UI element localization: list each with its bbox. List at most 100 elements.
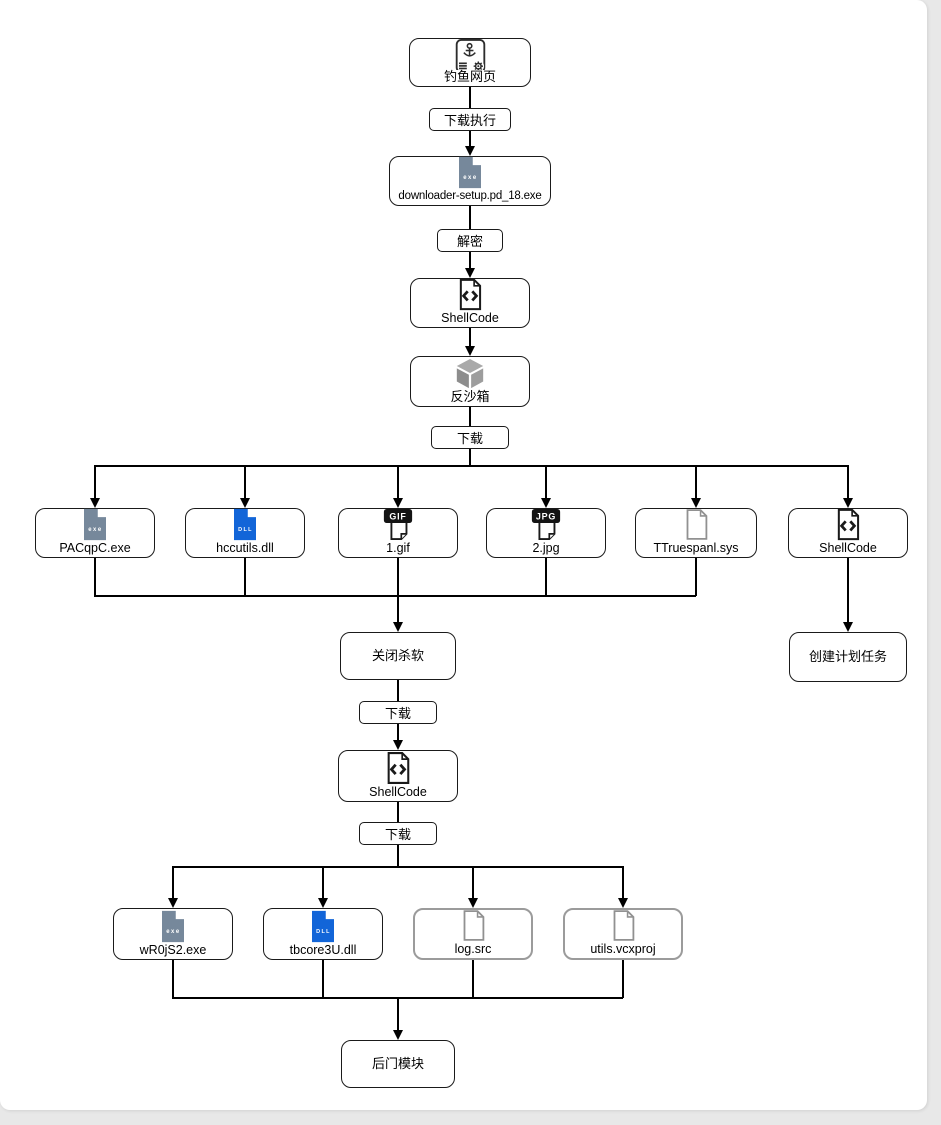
node-ttruespanl-sys: TTruespanl.sys xyxy=(635,508,757,558)
connector-line xyxy=(469,252,471,268)
exe-badge-text: exe xyxy=(463,175,477,181)
node-label: ShellCode xyxy=(819,541,877,555)
arrowhead xyxy=(843,498,853,508)
edge-label-text: 下载 xyxy=(456,431,483,446)
connector-line xyxy=(695,558,697,596)
icon-wrap: exe xyxy=(457,156,483,189)
arrowhead xyxy=(393,740,403,750)
node-label: 反沙箱 xyxy=(450,389,490,404)
icon-wrap xyxy=(456,278,484,311)
node-label: log.src xyxy=(454,942,492,956)
node-shellcode-right: ShellCode xyxy=(788,508,908,558)
exe-file-icon: exe xyxy=(162,910,184,943)
connector-line xyxy=(622,960,624,998)
connector-line xyxy=(397,997,399,1030)
connector-line xyxy=(545,465,547,498)
connector-line xyxy=(469,407,471,426)
node-2-jpg: JPG 2.jpg xyxy=(486,508,606,558)
arrowhead xyxy=(618,898,628,908)
node-create-scheduled-task: 创建计划任务 xyxy=(789,632,907,682)
dll-file-icon: DLL xyxy=(312,910,334,943)
icon-wrap xyxy=(834,508,862,541)
node-label: 关闭杀软 xyxy=(371,648,424,663)
diagram-page: 下载执行 解密 下载 下载 下载 xyxy=(0,0,927,1110)
node-tbcore3u-dll: DLL tbcore3U.dll xyxy=(263,908,383,960)
connector-line xyxy=(397,802,399,822)
arrowhead xyxy=(318,898,328,908)
node-label: downloader-setup.pd_18.exe xyxy=(398,190,542,202)
connector-line xyxy=(469,130,471,146)
jpg-file-icon: JPG xyxy=(531,508,561,540)
arrowhead xyxy=(393,622,403,632)
node-label: wR0jS2.exe xyxy=(139,943,207,957)
code-file-icon xyxy=(459,278,482,311)
icon-wrap xyxy=(610,909,637,942)
edge-label-text: 下载 xyxy=(384,827,411,842)
connector-line xyxy=(545,558,547,596)
edge-label-download-3: 下载 xyxy=(359,822,437,845)
merge-line xyxy=(94,595,696,597)
node-pacqpc-exe: exe PACqpC.exe xyxy=(35,508,155,558)
arrowhead xyxy=(843,622,853,632)
edge-label-download-2: 下载 xyxy=(359,701,437,724)
node-label: TTruespanl.sys xyxy=(653,541,739,555)
node-backdoor-module: 后门模块 xyxy=(341,1040,455,1088)
arrowhead xyxy=(465,346,475,356)
branch-line xyxy=(95,465,849,467)
arrowhead xyxy=(240,498,250,508)
node-label: tbcore3U.dll xyxy=(289,943,357,957)
edge-label-text: 下载 xyxy=(384,706,411,721)
node-log-src: log.src xyxy=(413,908,533,960)
edge-label-download-exec: 下载执行 xyxy=(429,108,511,131)
node-label: utils.vcxproj xyxy=(590,942,656,956)
node-shellcode-mid: ShellCode xyxy=(338,750,458,802)
node-wr0js2-exe: exe wR0jS2.exe xyxy=(113,908,233,960)
node-close-antivirus: 关闭杀软 xyxy=(340,632,456,680)
dll-file-icon: DLL xyxy=(234,508,256,541)
code-file-icon xyxy=(837,508,860,541)
cube-icon xyxy=(456,358,484,389)
arrowhead xyxy=(468,898,478,908)
document-icon xyxy=(463,910,484,941)
dll-badge-text: DLL xyxy=(316,929,331,935)
connector-line xyxy=(847,465,849,498)
node-hccutils-dll: DLL hccutils.dll xyxy=(185,508,305,558)
gif-badge-text: GIF xyxy=(389,511,406,521)
icon-wrap xyxy=(683,508,710,541)
connector-line xyxy=(397,724,399,740)
node-1-gif: GIF 1.gif xyxy=(338,508,458,558)
branch-line xyxy=(173,866,624,868)
exe-file-icon: exe xyxy=(459,156,481,189)
connector-line xyxy=(397,558,399,596)
node-label: hccutils.dll xyxy=(216,541,274,555)
jpg-badge-text: JPG xyxy=(536,511,556,521)
connector-line xyxy=(172,960,174,998)
node-shellcode-top: ShellCode xyxy=(410,278,530,328)
connector-line xyxy=(469,328,471,346)
node-label: ShellCode xyxy=(441,311,499,325)
arrowhead xyxy=(691,498,701,508)
document-icon xyxy=(686,509,707,540)
exe-badge-text: exe xyxy=(88,527,102,533)
connector-line xyxy=(622,866,624,898)
icon-wrap xyxy=(453,357,487,390)
icon-wrap: JPG xyxy=(530,507,562,541)
icon-wrap xyxy=(384,751,412,785)
code-file-icon xyxy=(387,752,410,784)
arrowhead xyxy=(90,498,100,508)
connector-line xyxy=(397,845,399,866)
icon-wrap: exe xyxy=(160,909,186,943)
node-label: 创建计划任务 xyxy=(808,649,887,664)
connector-line xyxy=(472,866,474,898)
node-label: 后门模块 xyxy=(371,1056,424,1071)
arrowhead xyxy=(393,498,403,508)
node-label: 1.gif xyxy=(386,541,410,555)
edge-label-decrypt: 解密 xyxy=(437,229,503,252)
connector-line xyxy=(244,558,246,596)
icon-wrap: exe xyxy=(82,508,108,541)
edge-label-text: 解密 xyxy=(456,234,483,249)
document-icon xyxy=(613,910,634,941)
connector-line xyxy=(322,960,324,998)
icon-wrap: GIF xyxy=(382,507,414,541)
connector-line xyxy=(469,87,471,108)
